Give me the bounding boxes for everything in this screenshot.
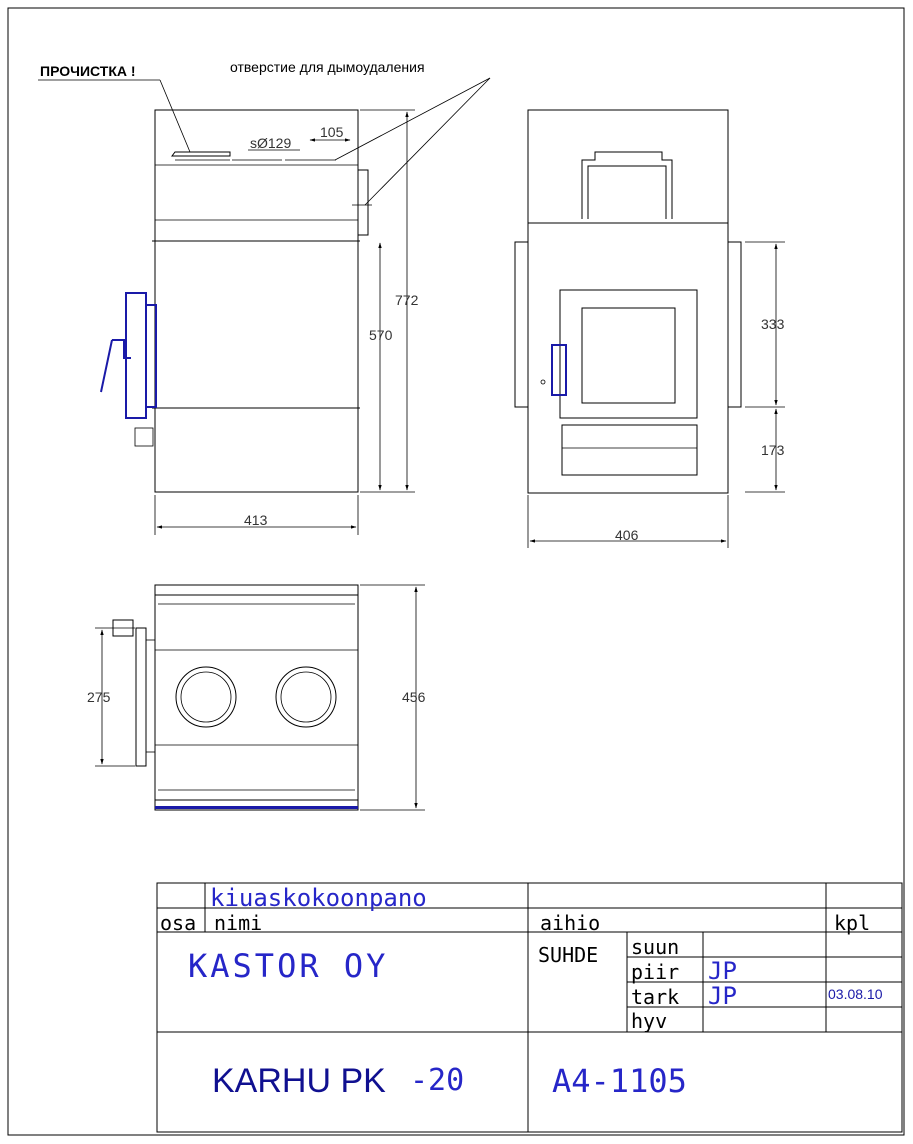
annotations: ПРОЧИСТКА ! отверстие для дымоудаления xyxy=(38,59,491,206)
front-door xyxy=(559,289,698,419)
top-view xyxy=(112,584,359,811)
hyv-label: hyv xyxy=(631,1009,667,1033)
dim-413: 413 xyxy=(244,512,268,528)
front-top-lid xyxy=(581,151,673,219)
front-view xyxy=(514,109,742,494)
front-ash-drawer xyxy=(561,424,698,476)
col-kpl: kpl xyxy=(834,911,870,935)
top-body xyxy=(154,584,359,811)
drawing-name: kiuaskokoonpano xyxy=(210,884,427,912)
top-dimensions: 275 456 xyxy=(87,584,426,811)
piir-label: piir xyxy=(631,960,679,984)
top-door xyxy=(135,627,147,767)
company-name: KASTOR OY xyxy=(188,947,388,985)
side-smoke-flange xyxy=(357,169,369,236)
dim-406: 406 xyxy=(615,527,639,543)
product-suffix: -20 xyxy=(410,1063,464,1098)
front-dimensions: 333 173 406 xyxy=(527,241,785,548)
side-dimensions: 772 570 413 105 sØ129 xyxy=(154,109,419,535)
side-body xyxy=(154,109,359,493)
dim-456: 456 xyxy=(402,689,426,705)
side-cleanout-lid xyxy=(171,151,231,157)
side-door xyxy=(125,292,147,419)
dim-173: 173 xyxy=(761,442,785,458)
sheet-number: A4-1105 xyxy=(552,1062,687,1100)
tark-label: tark xyxy=(631,985,679,1009)
dim-pipe: sØ129 xyxy=(250,135,291,151)
col-osa: osa xyxy=(160,911,196,935)
col-nimi: nimi xyxy=(214,911,262,935)
side-view xyxy=(100,109,372,493)
front-side-panel-left xyxy=(514,241,529,408)
col-aihio: aihio xyxy=(540,911,600,935)
suhde-label: SUHDE xyxy=(538,943,598,967)
front-body xyxy=(527,222,729,494)
top-hole-right xyxy=(275,666,337,728)
title-block: kiuaskokoonpano osa nimi aihio kpl KASTO… xyxy=(156,882,903,1133)
date-value: 03.08.10 xyxy=(828,986,883,1002)
side-door-handle xyxy=(100,339,131,393)
front-glass xyxy=(581,307,676,404)
product-name: KARHU PK xyxy=(212,1062,386,1100)
dim-105: 105 xyxy=(320,124,344,140)
top-hole-left xyxy=(175,666,237,728)
cleanout-label: ПРОЧИСТКА ! xyxy=(40,63,136,79)
tark-value: JP xyxy=(708,982,737,1010)
suun-label: suun xyxy=(631,935,679,959)
dim-333: 333 xyxy=(761,316,785,332)
front-side-panel-right xyxy=(727,241,742,408)
smoke-outlet-label: отверстие для дымоудаления xyxy=(230,59,425,75)
drawing-frame xyxy=(7,7,905,1136)
dim-570: 570 xyxy=(369,327,393,343)
dim-275: 275 xyxy=(87,689,111,705)
dim-772: 772 xyxy=(395,292,419,308)
piir-value: JP xyxy=(708,957,737,985)
front-door-handle xyxy=(551,344,567,396)
